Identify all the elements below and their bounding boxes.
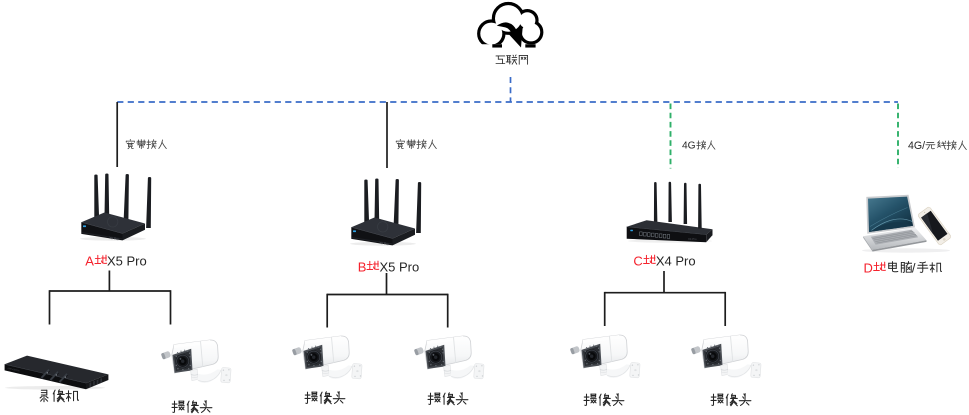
svg-text:X5 Pro: X5 Pro bbox=[379, 241, 389, 246]
svg-text:X5 Pro: X5 Pro bbox=[109, 236, 119, 241]
svg-text:HIKVISION: HIKVISION bbox=[7, 367, 20, 373]
svg-text:X4 Pro: X4 Pro bbox=[688, 237, 697, 241]
